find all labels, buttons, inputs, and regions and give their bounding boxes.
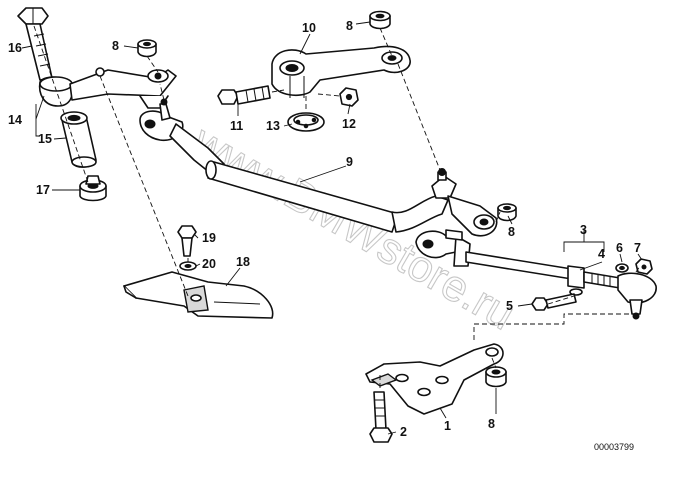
callout-2: 2 (400, 425, 407, 439)
callout-8-upper-left: 8 (112, 39, 119, 53)
callout-16: 16 (8, 41, 22, 55)
callout-8-top: 8 (346, 19, 353, 33)
part-20-washer[interactable] (179, 261, 197, 271)
diagram-code: 00003799 (594, 442, 634, 452)
callout-9: 9 (346, 155, 353, 169)
callout-20: 20 (202, 257, 216, 271)
part-18-bracket-plate[interactable] (123, 271, 274, 319)
part-7-nut[interactable] (635, 258, 653, 275)
part-11-bolt[interactable] (217, 85, 271, 105)
part-8-nut-bottom[interactable] (485, 366, 507, 388)
part-5-bolt[interactable] (531, 293, 577, 311)
part-1-bracket[interactable] (365, 343, 504, 415)
part-17-nut[interactable] (79, 175, 107, 202)
callout-3: 3 (580, 223, 587, 237)
part-13-lock-plate[interactable] (287, 112, 325, 132)
callout-6: 6 (616, 241, 623, 255)
callout-11: 11 (230, 119, 243, 133)
callout-13: 13 (266, 119, 280, 133)
callout-8-bottom: 8 (488, 417, 495, 431)
callout-19: 19 (202, 231, 216, 245)
callout-17: 17 (36, 183, 50, 197)
part-8-nut-upper-left[interactable] (137, 39, 157, 58)
part-15-bushing[interactable] (60, 111, 97, 168)
callout-10: 10 (302, 21, 316, 35)
part-3-tie-rod-assembly[interactable] (415, 229, 657, 320)
callout-1: 1 (444, 419, 451, 433)
callout-numbers: 16 14 15 17 8 10 8 11 13 12 9 8 3 4 6 7 … (8, 19, 641, 452)
callout-14: 14 (8, 113, 22, 127)
part-8-nut-right-rod[interactable] (497, 203, 517, 222)
callout-15: 15 (38, 132, 52, 146)
part-6-washer[interactable] (615, 263, 629, 273)
part-12-nut[interactable] (339, 87, 359, 107)
part-10-pitman-arm[interactable] (271, 45, 411, 99)
part-16-bolt[interactable] (17, 7, 53, 81)
callout-4: 4 (598, 247, 605, 261)
callout-12: 12 (342, 117, 356, 131)
callout-5: 5 (506, 299, 513, 313)
callout-7: 7 (634, 241, 641, 255)
part-19-bolt[interactable] (177, 225, 197, 257)
callout-8-right: 8 (508, 225, 515, 239)
part-9-centre-rod[interactable] (139, 98, 498, 237)
assembly-lines (33, 25, 641, 388)
part-8-nut-top[interactable] (369, 10, 391, 30)
leader-lines (21, 21, 643, 435)
callout-18: 18 (236, 255, 250, 269)
part-2-bolt[interactable] (369, 391, 393, 443)
